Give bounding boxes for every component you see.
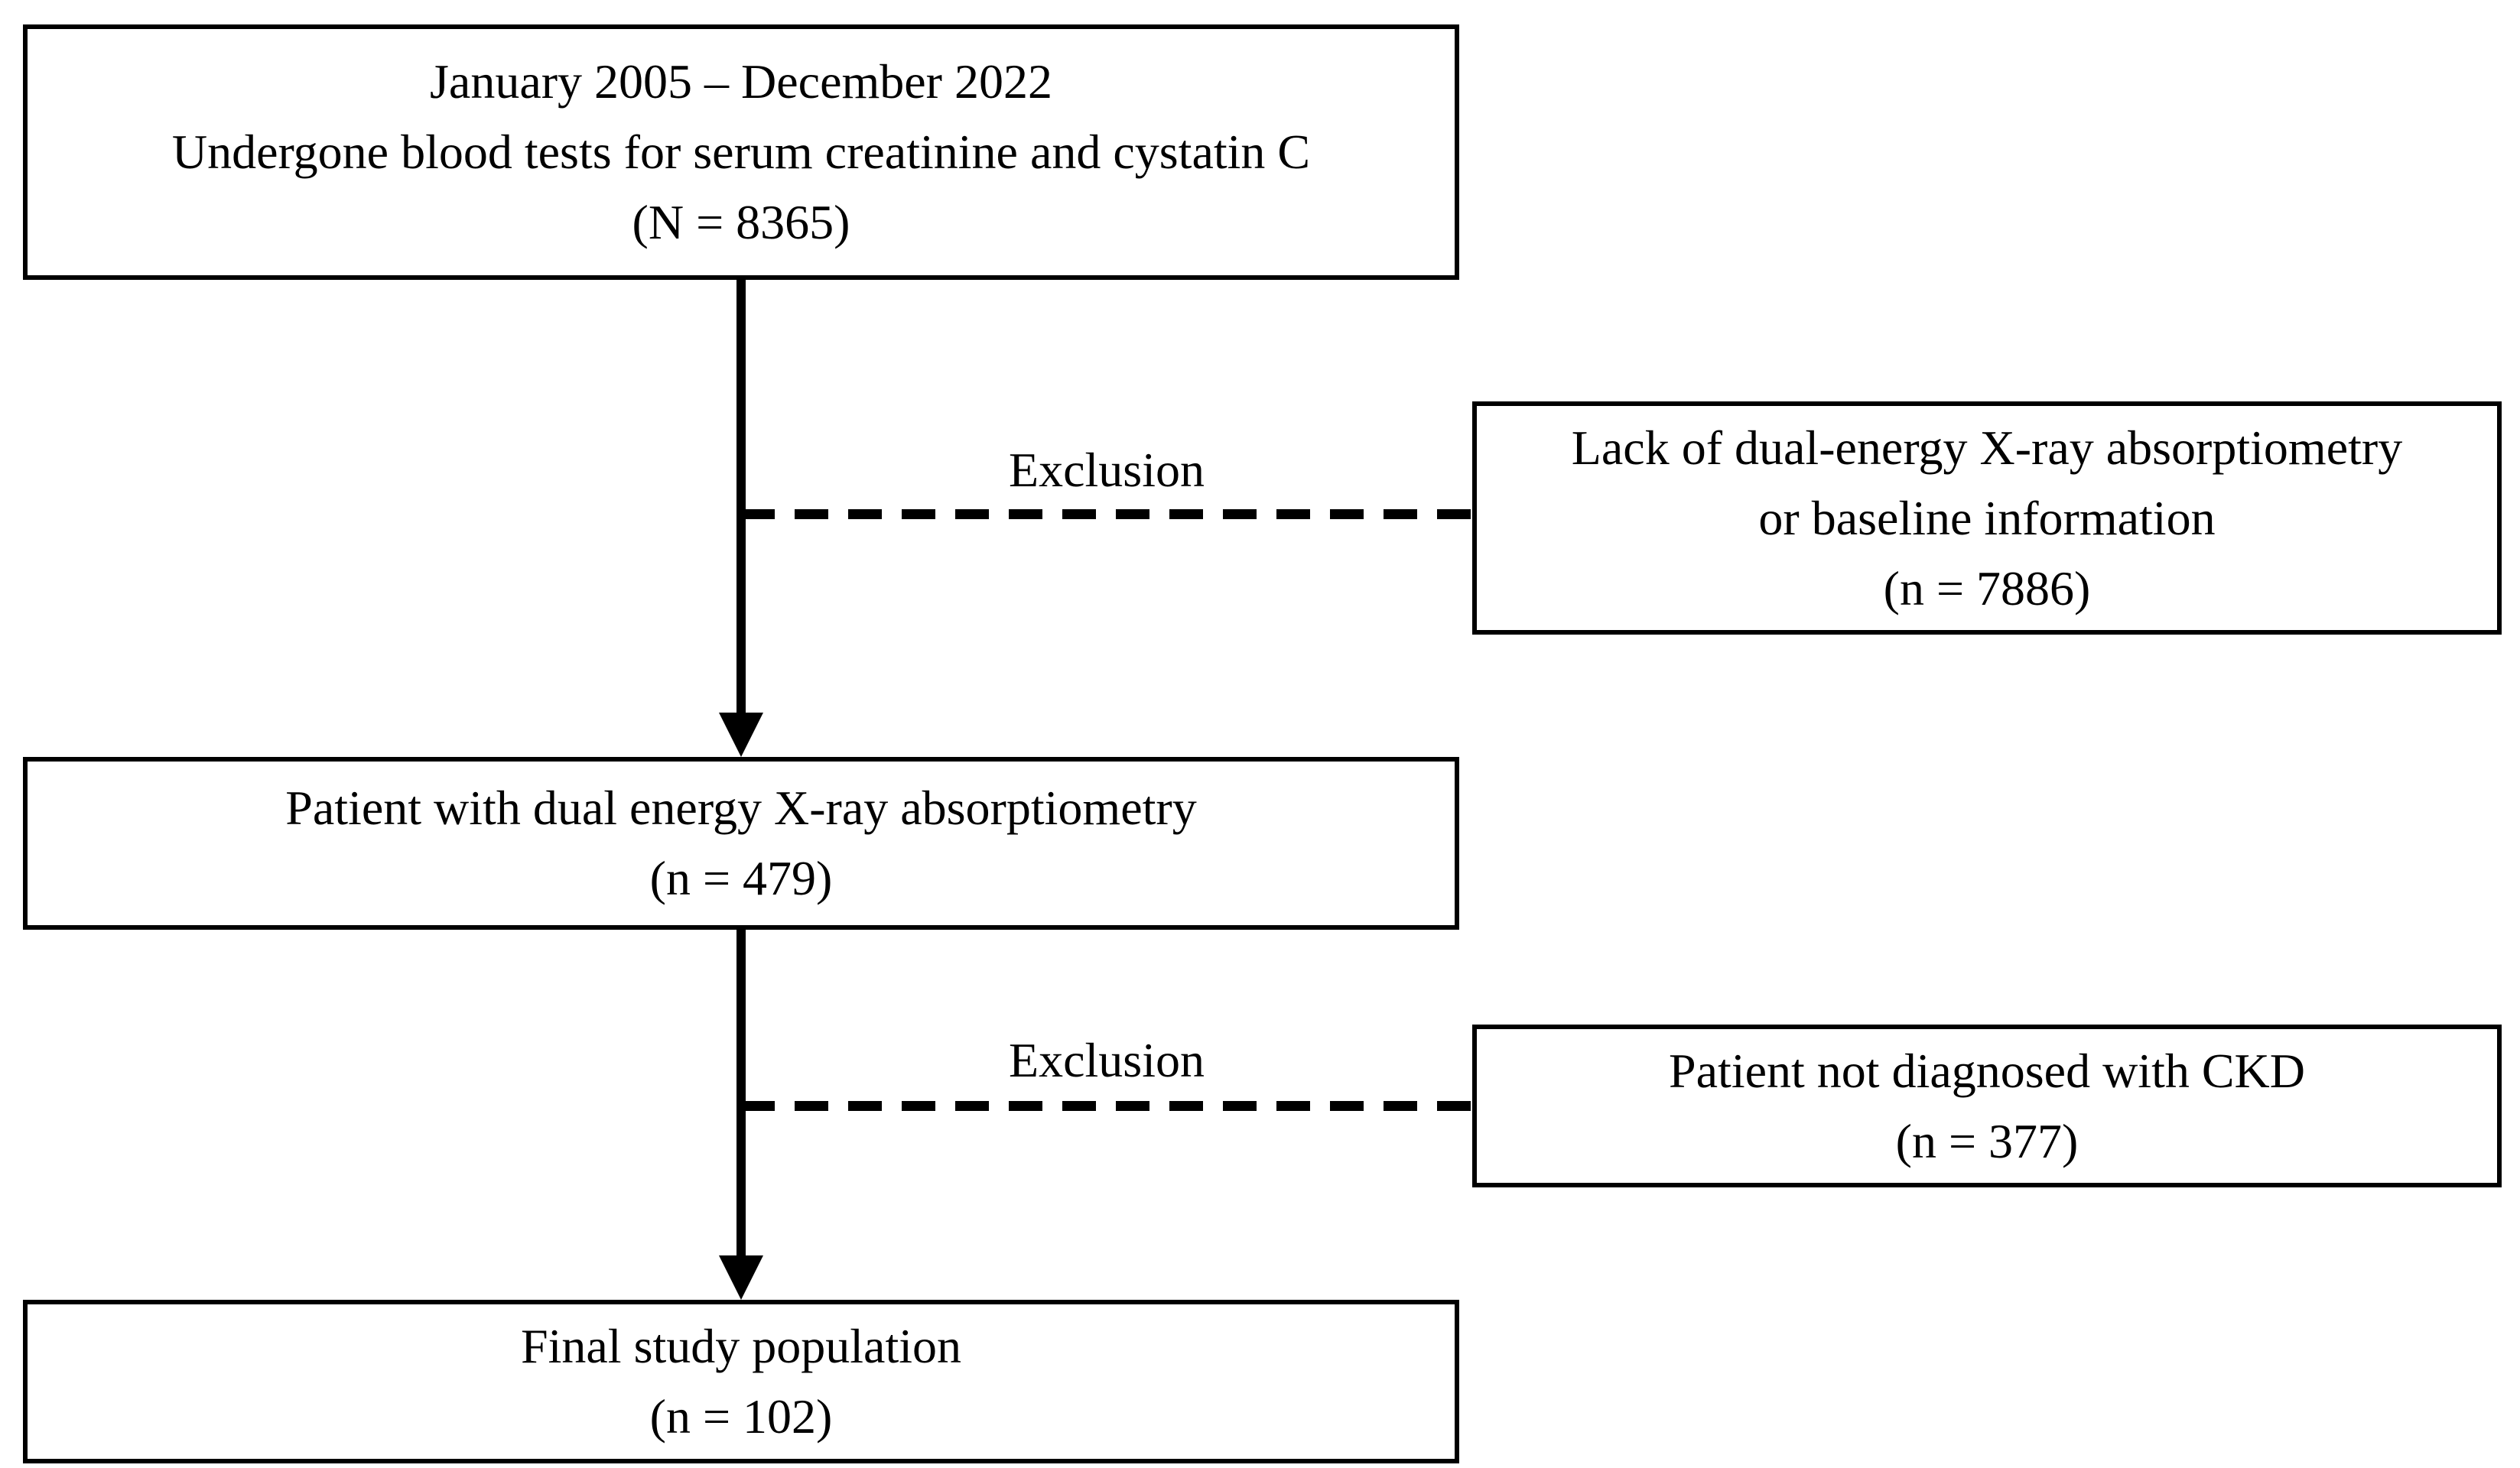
- box-final-line-2: (n = 102): [649, 1389, 833, 1444]
- box-dexa-line-1: Patient with dual energy X-ray absorptio…: [285, 781, 1197, 835]
- exclusion-label-2: Exclusion: [1009, 1033, 1205, 1087]
- box-initial-cohort: January 2005 – December 2022 Undergone b…: [23, 24, 1459, 280]
- arrow-line-1: [736, 280, 746, 716]
- arrow-down-head-2: [719, 1255, 763, 1300]
- box-exclusion-1-line-2: or baseline information: [1758, 490, 2216, 545]
- dashed-connector-1: [741, 509, 1472, 519]
- box-final-population: Final study population (n = 102): [23, 1300, 1459, 1463]
- box-exclusion-2-line-1: Patient not diagnosed with CKD: [1669, 1043, 2305, 1098]
- dashed-connector-2: [741, 1101, 1472, 1111]
- arrow-line-2: [736, 930, 746, 1259]
- box-exclusion-2: Patient not diagnosed with CKD (n = 377): [1472, 1025, 2502, 1187]
- box-exclusion-1-line-1: Lack of dual-energy X-ray absorptiometry: [1571, 420, 2403, 475]
- box-final-line-1: Final study population: [521, 1319, 961, 1373]
- exclusion-label-1: Exclusion: [1009, 443, 1205, 497]
- box-dexa-line-2: (n = 479): [649, 851, 833, 905]
- box-initial-line-2: Undergone blood tests for serum creatini…: [171, 125, 1311, 179]
- arrow-down-head-1: [719, 713, 763, 757]
- box-exclusion-1: Lack of dual-energy X-ray absorptiometry…: [1472, 401, 2502, 635]
- box-dexa-patients: Patient with dual energy X-ray absorptio…: [23, 757, 1459, 930]
- box-exclusion-2-line-2: (n = 377): [1895, 1113, 2079, 1168]
- box-exclusion-1-line-3: (n = 7886): [1883, 560, 2091, 615]
- box-initial-line-1: January 2005 – December 2022: [430, 54, 1052, 109]
- box-initial-line-3: (N = 8365): [632, 195, 850, 249]
